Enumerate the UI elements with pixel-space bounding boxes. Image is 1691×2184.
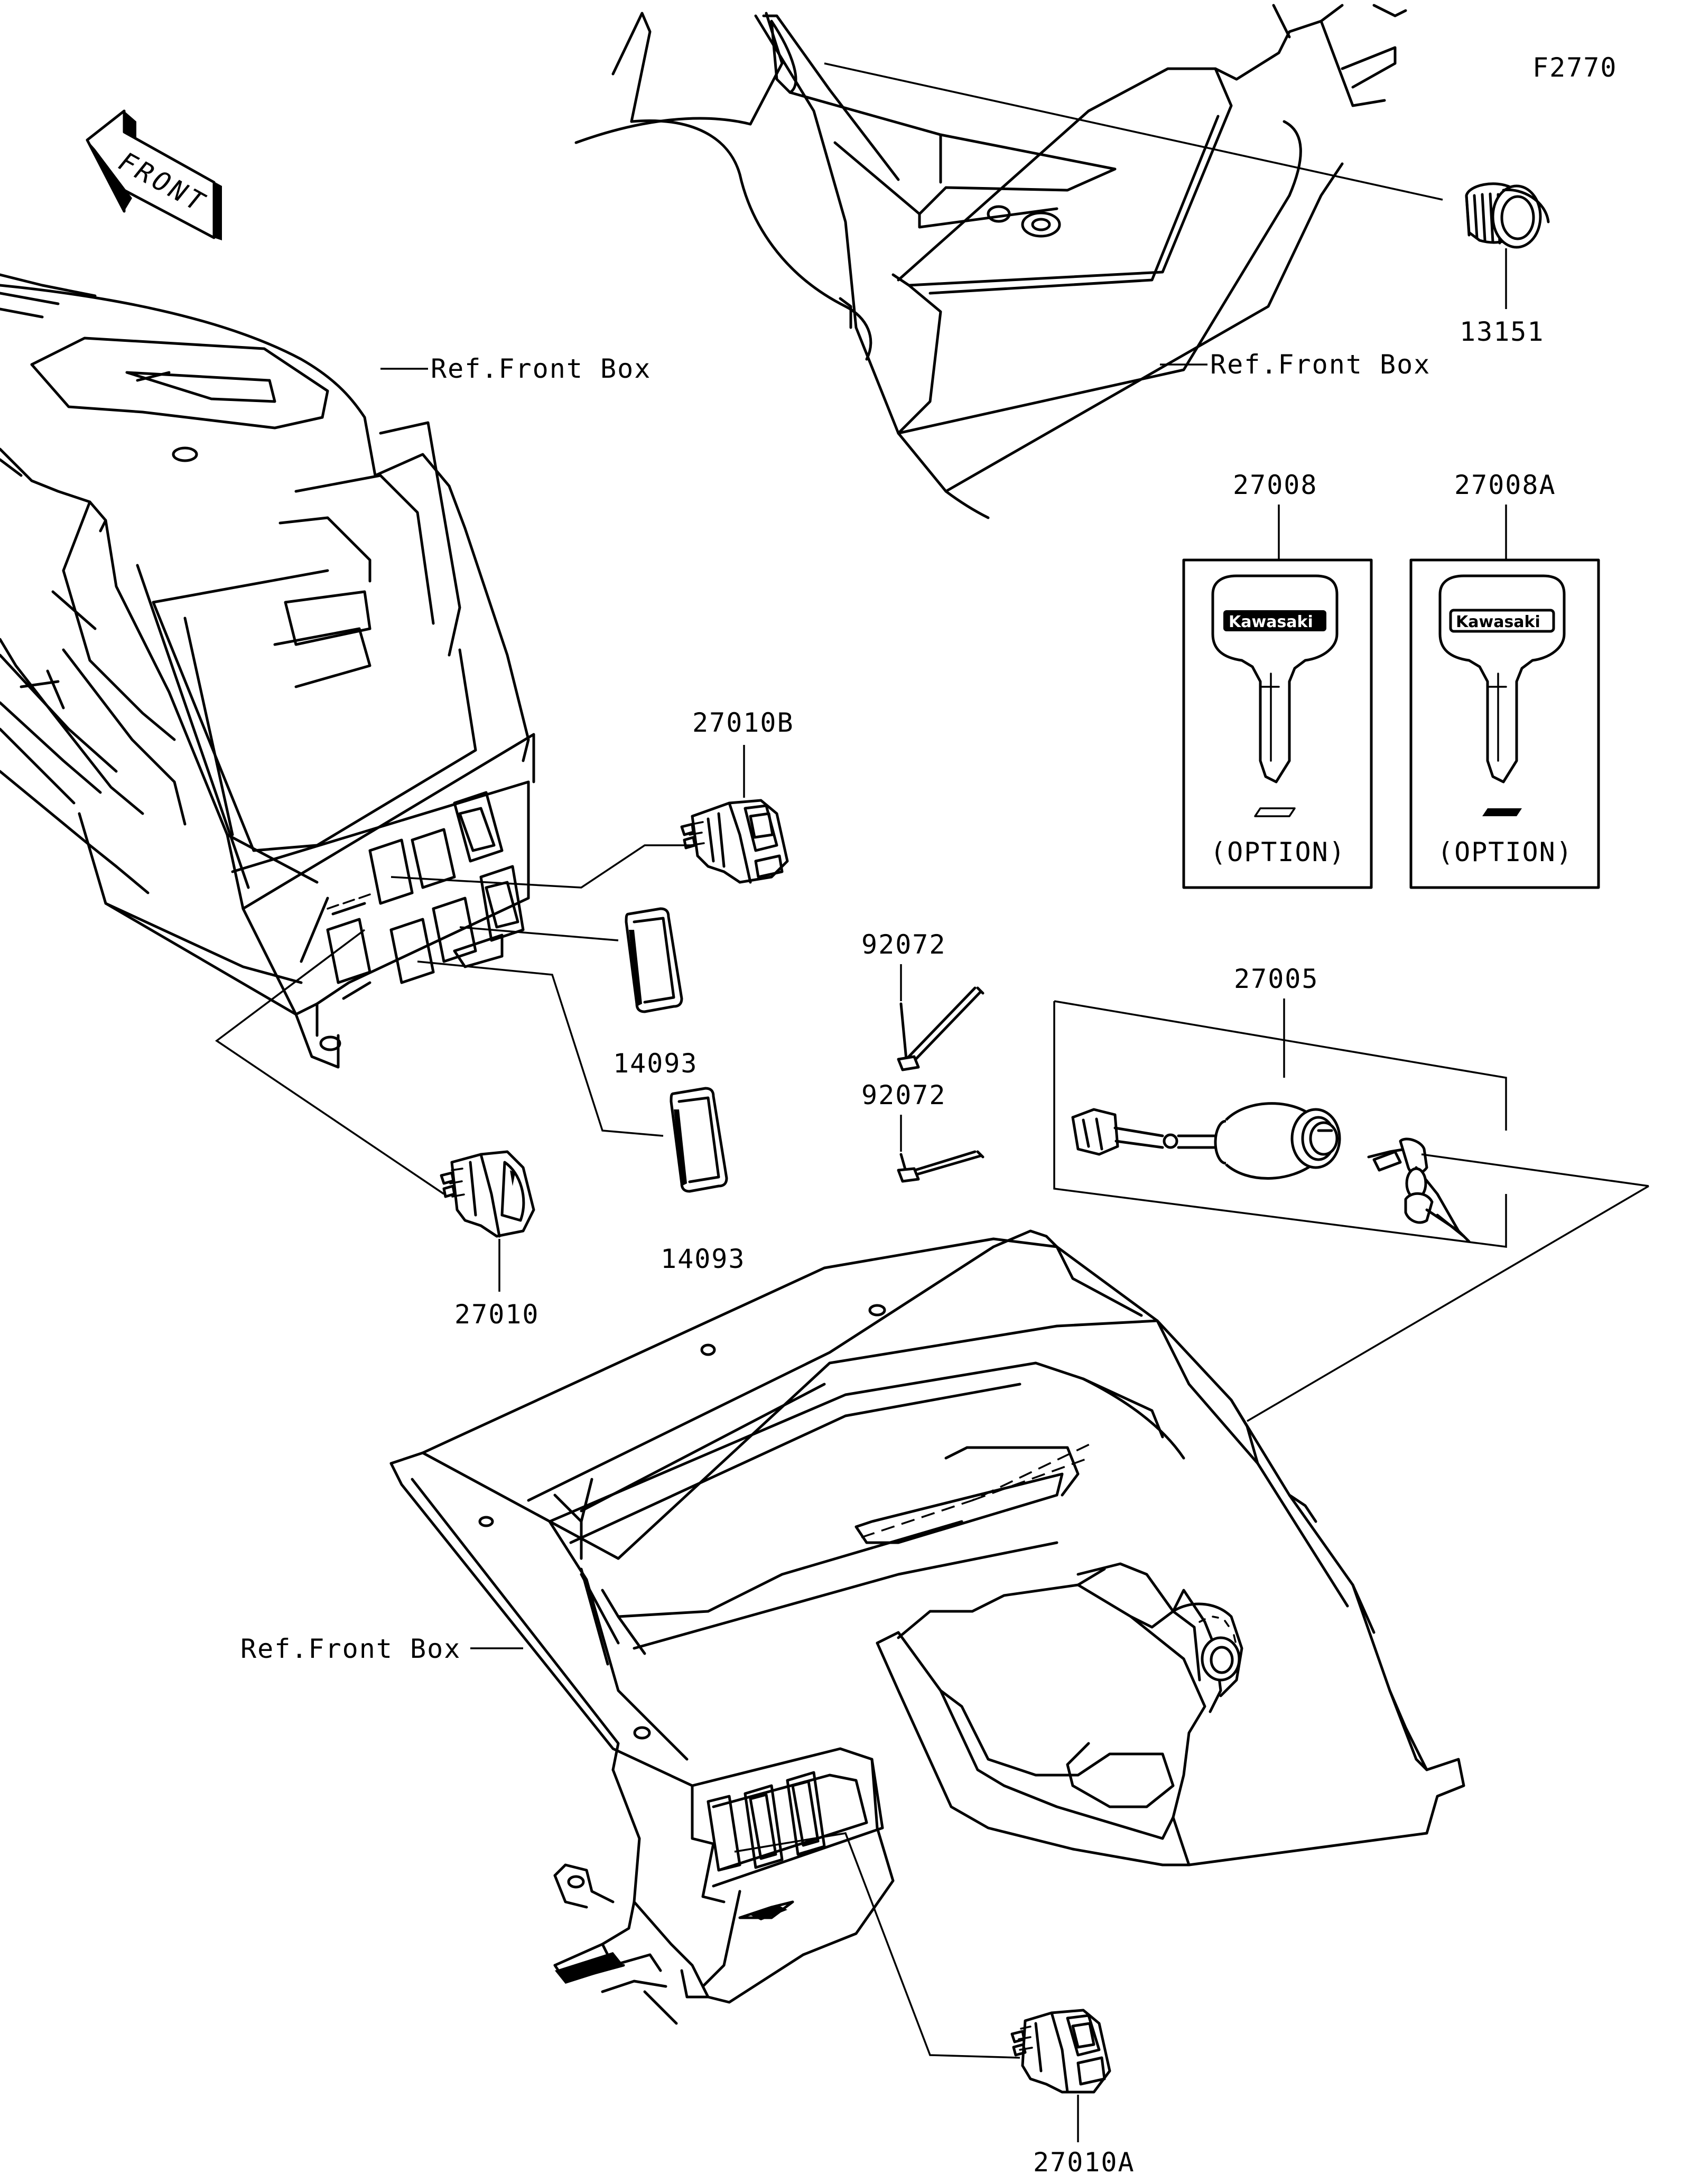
socket-13151-icon <box>1465 182 1550 249</box>
part-14093-b-label: 14093 <box>661 1244 746 1274</box>
key-27008A-brand: Kawasaki <box>1456 613 1540 631</box>
switch-27010-icon <box>440 1150 535 1238</box>
ignition-set-box <box>1054 1000 1507 1131</box>
cap-14093-a-icon <box>625 907 683 1013</box>
switch-27010B-icon <box>680 799 789 884</box>
key-27008-icon: Kawasaki <box>1211 574 1339 817</box>
part-27010-label: 27010 <box>454 1299 540 1330</box>
part-92072-b-label: 92072 <box>861 1080 946 1110</box>
part-27010B-label: 27010B <box>692 707 794 738</box>
ref-front-box-bottom: Ref.Front Box <box>240 1634 461 1664</box>
front-box-lower-view <box>389 1229 1465 2025</box>
part-92072-a-label: 92072 <box>861 929 946 960</box>
ignition-switch-27005-icon <box>1071 1102 1341 1180</box>
front-box-left-view <box>0 273 535 1069</box>
front-box-top-view <box>574 4 1407 519</box>
cap-14093-b-icon <box>670 1087 728 1193</box>
part-27008A-label: 27008A <box>1454 470 1556 500</box>
clamp-92072-b-icon <box>897 1150 984 1183</box>
key-27008-brand: Kawasaki <box>1229 613 1313 631</box>
key-27008A-option: (OPTION) <box>1437 837 1573 867</box>
key-27008-box <box>1182 558 1373 889</box>
ref-front-box-top-right: Ref.Front Box <box>1210 349 1430 380</box>
part-14093-a-label: 14093 <box>613 1048 698 1079</box>
clamp-92072-a-icon <box>897 986 984 1071</box>
ignition-keys-icon <box>1367 1137 1471 1243</box>
part-13151-label: 13151 <box>1460 316 1545 347</box>
key-27008-option: (OPTION) <box>1210 837 1346 867</box>
key-27008A-box <box>1409 558 1600 889</box>
part-27010A-label: 27010A <box>1033 2147 1135 2178</box>
switch-27010A-icon <box>1010 2009 1111 2094</box>
ref-front-box-top-left: Ref.Front Box <box>431 353 651 384</box>
key-27008A-icon: Kawasaki <box>1438 574 1566 816</box>
part-27005-label: 27005 <box>1234 964 1319 994</box>
figure-id: F2770 <box>1532 52 1618 83</box>
part-27008-label: 27008 <box>1233 470 1318 500</box>
front-arrow-icon: FRONT <box>86 109 222 240</box>
